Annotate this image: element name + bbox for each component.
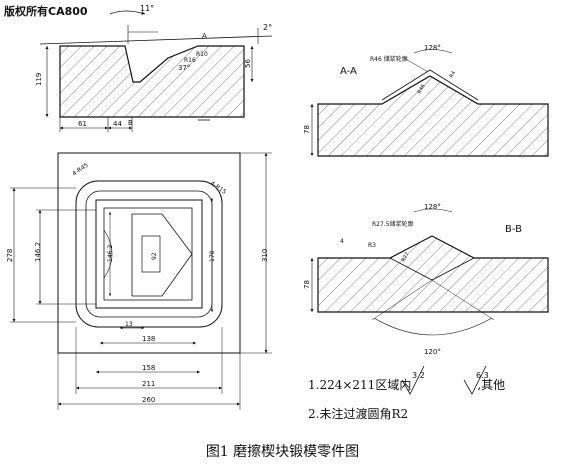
dim-left-label: 61 [78,120,87,128]
plan-dim-138: 138 [142,335,155,343]
watermark: 版权所有CA800 [4,5,88,18]
note-line-1-suffix: ,其他 [477,378,506,392]
plan-corner-right: 4-R15 [209,180,228,196]
section-aa-side-2: R4 [449,70,458,79]
angle-mid-label: 37° [178,64,190,72]
section-aa-body [317,75,549,157]
section-bb-angle-top: 128° [424,203,441,211]
plan-gutter [85,190,213,318]
roughness-symbol-inner [401,365,425,395]
plan-dim-92: 92 [151,252,158,260]
plan-slot [141,235,161,273]
section-bb-r3: R3 [368,242,376,249]
section-bb-height: 78 [303,280,311,289]
roughness-symbol-other [463,365,487,395]
section-aa-title: A-A [340,66,357,77]
plan-corner-left: 4-R45 [71,162,90,178]
front-view: 11° 2° 37° R10 R16 A B 119 56 61 44 [35,4,272,132]
section-aa-angle: 128° [424,44,441,52]
r10-label: R10 [196,51,208,58]
note-line-1-prefix: 1.224×211区域内 [308,378,412,392]
section-aa: A-A R46 储浆轮廓 128° R46 R4 78 [303,44,549,157]
plan-dim-211: 211 [142,380,155,388]
section-bb: B-B R27.5储浆轮廓 128° 120° R3 4 R27 78 [303,203,549,356]
section-bb-angle-bottom: 120° [424,348,441,356]
note-line-1: 1.224×211区域内 ,其他 [308,376,505,393]
angle-right-label: 2° [263,23,272,32]
section-bb-body [317,235,549,313]
plan-outer-block [57,152,241,354]
dim-right-label: 56 [244,59,252,68]
roughness-symbols: 3.2 6.3 [401,365,489,395]
front-view-body [59,45,245,118]
section-aa-height: 78 [303,125,311,134]
section-b-marker: B [128,119,133,127]
dim-height-label: 119 [35,73,43,86]
plan-dim-278: 278 [6,249,14,262]
r16-label: R16 [184,57,196,64]
note-line-2: 2.未注过渡圆角R2 [308,407,409,421]
plan-wedge [131,213,193,297]
plan-dim-left-inner: 146.2 [34,242,42,262]
roughness-other-value: 6.3 [476,371,489,380]
plan-dim-170: 170 [209,250,216,262]
figure-caption: 图1 磨擦楔块锻模零件图 [205,444,360,460]
plan-dim-260: 260 [142,396,155,404]
plan-view: 92 4-R45 4-R15 278 146.2 146.2 170 310 1… [6,152,272,410]
plan-dim-158: 158 [142,364,155,372]
plan-dim-inner: 146.2 [107,245,114,262]
parting-line [39,35,273,45]
roughness-inner-value: 3.2 [412,371,425,380]
plan-cavity-outer [95,199,203,309]
dim-mid-label: 44 [113,120,122,128]
section-aa-r-label: R46 储浆轮廓 [370,55,408,63]
plan-cavity-inner [103,207,193,301]
section-aa-side-1: R46 [417,83,427,95]
section-bb-r-label: R27.5储浆轮廓 [372,220,414,228]
section-bb-side-1: R27 [401,251,411,263]
plan-dim-310: 310 [261,249,269,262]
plan-dim-13: 13 [125,321,133,328]
angle-top-label: 11° [140,4,154,13]
section-bb-4: 4 [340,238,344,245]
section-bb-title: B-B [505,224,522,235]
plan-flash-land [75,180,223,328]
section-a-marker: A [202,32,207,40]
